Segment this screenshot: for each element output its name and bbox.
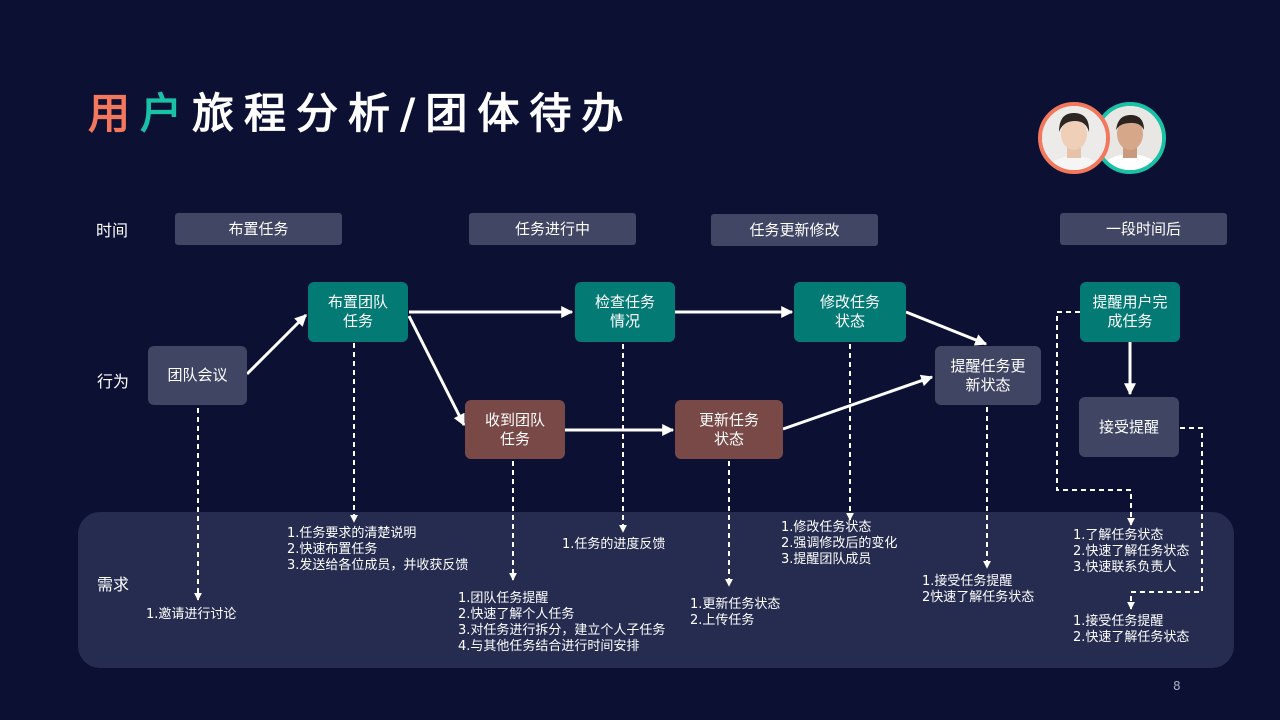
arrow-update-to-remind (782, 374, 934, 431)
title-part-3: 旅程分析/团体待办 (192, 89, 634, 138)
need-item: 2.快速了解任务状态 (1073, 544, 1190, 559)
need-item: 2.快速了解任务状态 (1073, 630, 1190, 645)
node-team-meeting: 团队会议 (148, 346, 247, 405)
need-item: 4.与其他任务结合进行时间安排 (458, 639, 640, 654)
need-item: 1.任务的进度反馈 (562, 537, 666, 552)
needs-panel (78, 512, 1234, 668)
needs-assign: 1.任务要求的清楚说明 2.快速布置任务 3.发送给各位成员，并收获反馈 (287, 526, 468, 574)
need-item: 3.发送给各位成员，并收获反馈 (287, 558, 469, 573)
time-stage-in-progress: 任务进行中 (469, 213, 636, 245)
node-assign-team-task: 布置团队 任务 (308, 282, 408, 342)
title-part-1: 用 (88, 89, 141, 138)
need-item: 2.快速了解个人任务 (458, 607, 575, 622)
node-receive-team-task: 收到团队 任务 (465, 400, 565, 459)
page-number: 8 (1173, 679, 1181, 693)
page-title: 用户旅程分析/团体待办 (88, 86, 633, 142)
need-item: 1.接受任务提醒 (922, 574, 1013, 589)
needs-receive: 1.团队任务提醒 2.快速了解个人任务 3.对任务进行拆分，建立个人子任务 4.… (458, 591, 665, 655)
needs-meeting: 1.邀请进行讨论 (146, 607, 236, 623)
arrow-meeting-to-assign (245, 313, 308, 376)
need-item: 1.邀请进行讨论 (146, 607, 237, 622)
need-item: 3.提醒团队成员 (781, 552, 872, 567)
time-stage-assign: 布置任务 (175, 213, 342, 245)
node-update-task-status: 更新任务 状态 (675, 400, 783, 459)
needs-check: 1.任务的进度反馈 (562, 537, 665, 553)
time-stage-update: 任务更新修改 (711, 214, 878, 246)
need-item: 1.团队任务提醒 (458, 591, 549, 606)
needs-update: 1.更新任务状态 2.上传任务 (690, 597, 780, 629)
need-item: 3.对任务进行拆分，建立个人子任务 (458, 623, 666, 638)
title-part-2: 户 (140, 89, 193, 138)
need-item: 1.更新任务状态 (690, 597, 781, 612)
row-label-needs: 需求 (97, 575, 130, 594)
needs-modify: 1.修改任务状态 2.强调修改后的变化 3.提醒团队成员 (781, 520, 897, 568)
need-item: 2.快速布置任务 (287, 542, 378, 557)
node-remind-user-complete: 提醒用户完 成任务 (1080, 282, 1180, 342)
dash-accept-need (1127, 427, 1203, 610)
need-item: 1.了解任务状态 (1073, 528, 1164, 543)
node-modify-task-status: 修改任务 状态 (794, 282, 906, 342)
need-item: 1.接受任务提醒 (1073, 614, 1164, 629)
dash-remind-complete-need (1056, 311, 1135, 526)
row-label-action: 行为 (97, 372, 130, 391)
avatar-1 (1038, 102, 1110, 174)
time-stage-later: 一段时间后 (1060, 213, 1227, 245)
need-item: 2.强调修改后的变化 (781, 536, 898, 551)
node-remind-status-update: 提醒任务更 新状态 (935, 346, 1041, 405)
need-item: 1.任务要求的清楚说明 (287, 526, 417, 541)
need-item: 1.修改任务状态 (781, 520, 872, 535)
needs-accept: 1.接受任务提醒 2.快速了解任务状态 (1073, 614, 1189, 646)
arrow-modify-to-remind (905, 310, 988, 346)
need-item: 2快速了解任务状态 (922, 590, 1035, 605)
row-label-time: 时间 (96, 221, 129, 240)
need-item: 2.上传任务 (690, 613, 755, 628)
needs-remind-complete: 1.了解任务状态 2.快速了解任务状态 3.快速联系负责人 (1073, 528, 1189, 576)
person-icon (1042, 106, 1106, 170)
need-item: 3.快速联系负责人 (1073, 560, 1177, 575)
needs-remind-update: 1.接受任务提醒 2快速了解任务状态 (922, 574, 1034, 606)
node-accept-reminder: 接受提醒 (1079, 397, 1179, 457)
arrow-assign-to-receive (407, 315, 466, 427)
node-check-task-status: 检查任务 情况 (575, 282, 675, 342)
